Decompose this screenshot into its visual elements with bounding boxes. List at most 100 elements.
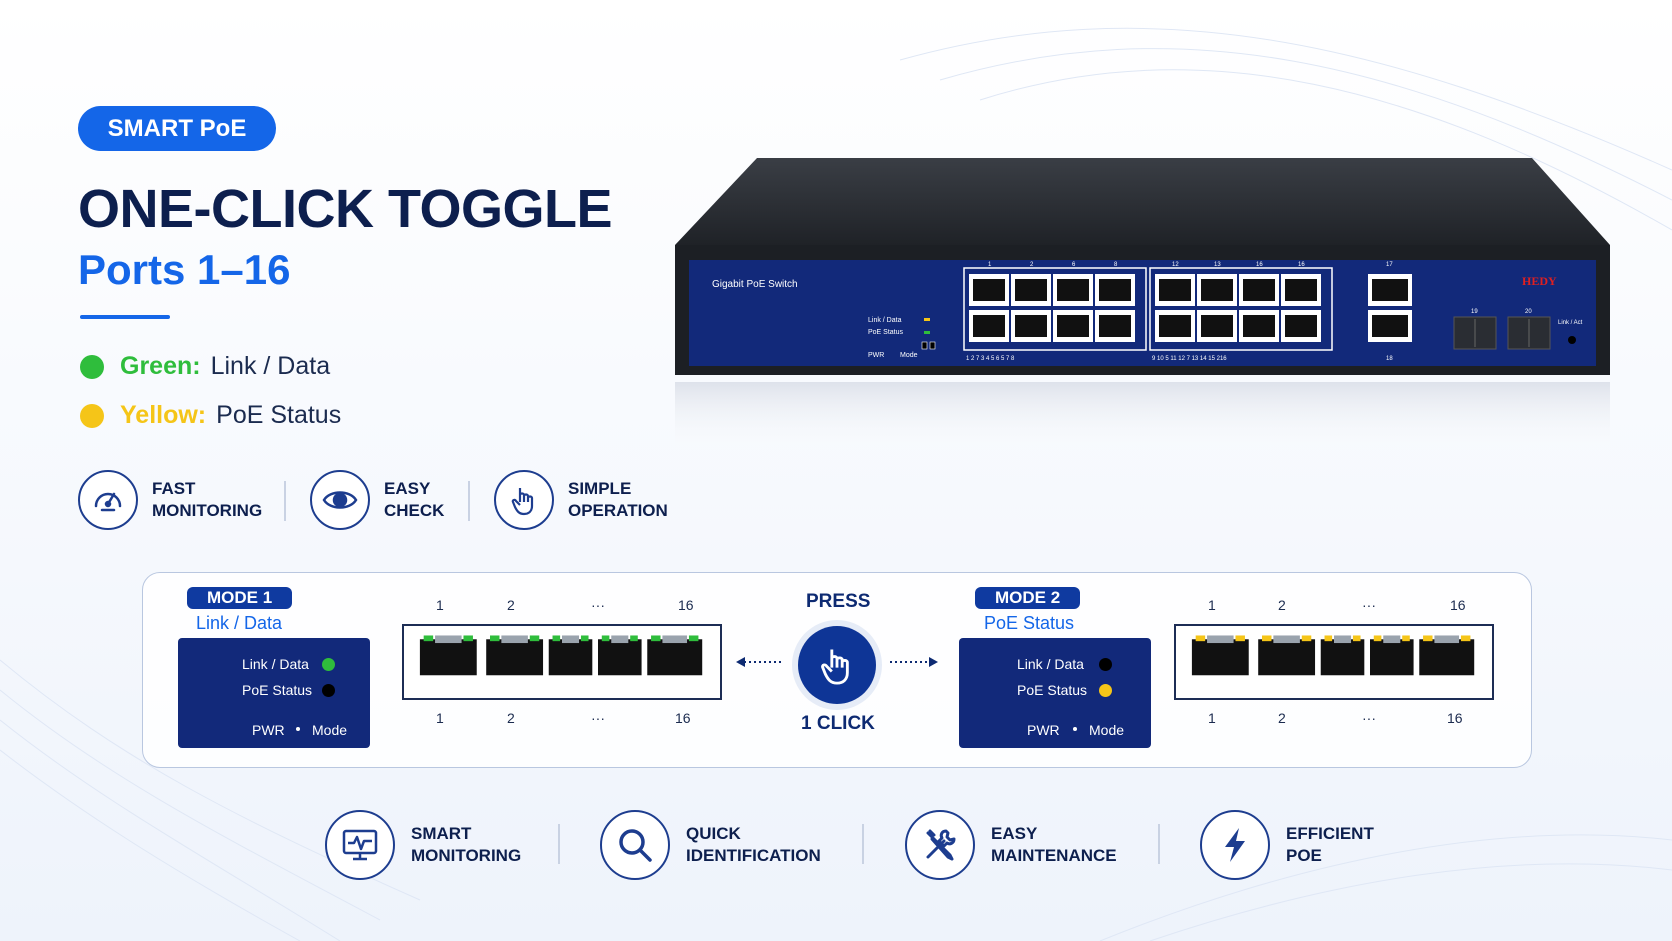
hand-pointer-icon — [494, 470, 554, 530]
feature-line1: EASY — [384, 479, 431, 498]
port-number: 16 — [1447, 710, 1463, 726]
legend-key: Green: — [120, 352, 201, 380]
green-dot — [80, 354, 104, 379]
press-label: PRESS — [806, 591, 871, 612]
indicator-pwr-label: PWR — [1027, 722, 1060, 738]
device-led-poe-label: PoE Status — [868, 329, 904, 336]
device-port-num: 13 — [1214, 262, 1221, 268]
device-bottom-numbers: 1 2 7 3 4 5 6 5 7 8 — [966, 356, 1015, 362]
feature-divider — [1158, 824, 1160, 864]
port-number: 2 — [507, 710, 515, 726]
legend-value: PoE Status — [216, 401, 342, 429]
port-number: 16 — [678, 597, 694, 613]
indicator-link-label: Link / Data — [1017, 656, 1084, 672]
smart-poe-badge: SMART PoE — [78, 106, 276, 151]
device-port-num: 18 — [1386, 356, 1393, 362]
device-port-num: 16 — [1256, 262, 1263, 268]
port-number: 2 — [1278, 597, 1286, 613]
mode2-indicator-panel: Link / Data PoE Status PWR Mode — [959, 638, 1151, 748]
feature-simple-operation: SIMPLE OPERATION — [494, 470, 678, 530]
feature-easy-maintenance: EASY MAINTENANCE — [905, 810, 1121, 880]
feature-quick-identification: QUICK IDENTIFICATION — [600, 810, 826, 880]
feature-divider — [862, 824, 864, 864]
legend-yellow: Yellow: PoE Status — [80, 401, 341, 430]
legend-value: Link / Data — [210, 352, 331, 380]
mode1-port-strip — [402, 624, 722, 700]
device-model-label: Gigabit PoE Switch — [712, 279, 798, 290]
device-port-num: 6 — [1072, 262, 1076, 268]
feature-line2: IDENTIFICATION — [686, 846, 821, 865]
indicator-pwr-label: PWR — [252, 722, 285, 738]
indicator-link-label: Link / Data — [242, 656, 309, 672]
monitor-pulse-icon — [325, 810, 395, 880]
device-sfp-num: 20 — [1525, 309, 1532, 315]
feature-line1: EFFICIENT — [1286, 824, 1374, 843]
indicator-poe-label: PoE Status — [1017, 682, 1088, 698]
page-title: ONE-CLICK TOGGLE — [78, 179, 613, 239]
device-port-num: 16 — [1298, 262, 1305, 268]
mode1-subtitle: Link / Data — [196, 613, 283, 633]
mode2-tag: MODE 2 — [975, 587, 1081, 609]
arrow-right-icon — [890, 657, 938, 667]
port-number: ··· — [591, 597, 605, 613]
feature-easy-check: EASY CHECK — [310, 470, 474, 530]
magnifier-icon — [600, 810, 670, 880]
poe-switch-device: Gigabit PoE Switch HEDY Link / Data PoE … — [675, 158, 1610, 452]
mode1-tag: MODE 1 — [187, 587, 293, 609]
one-click-button[interactable] — [792, 620, 882, 710]
device-sfp-num: 19 — [1471, 309, 1478, 315]
device-pwr-label: PWR — [868, 352, 884, 359]
device-bottom-numbers: 9 10 5 11 12 7 13 14 15 216 — [1152, 356, 1227, 362]
device-brand: HEDY — [1522, 274, 1557, 288]
indicator-separator-dot — [1073, 727, 1077, 731]
feature-divider — [284, 481, 286, 521]
mode1-indicator-panel: Link / Data PoE Status PWR Mode — [178, 638, 370, 748]
feature-line2: MONITORING — [152, 501, 263, 520]
port-number: 16 — [675, 710, 691, 726]
legend-key: Yellow: — [120, 401, 207, 429]
lightning-icon — [1200, 810, 1270, 880]
arrow-left-icon — [736, 657, 784, 667]
port-number: 1 — [1208, 710, 1216, 726]
indicator-separator-dot — [296, 727, 300, 731]
port-number: ··· — [1362, 710, 1376, 726]
feature-efficient-poe: EFFICIENT POE — [1200, 810, 1386, 880]
page-subtitle: Ports 1–16 — [78, 246, 291, 293]
port-number: ··· — [1362, 597, 1376, 613]
speedometer-icon — [78, 470, 138, 530]
mode2-subtitle: PoE Status — [984, 613, 1075, 633]
feature-line1: SMART — [411, 824, 472, 843]
port-number: 16 — [1450, 597, 1466, 613]
device-port-num: 1 — [988, 262, 992, 268]
link-led-on — [322, 658, 335, 671]
feature-line2: MAINTENANCE — [991, 846, 1117, 865]
feature-line1: QUICK — [686, 824, 741, 843]
mode2-port-strip — [1174, 624, 1494, 700]
feature-line1: FAST — [152, 479, 196, 498]
poe-led-on — [1099, 684, 1112, 697]
device-port-num: 2 — [1030, 262, 1034, 268]
feature-line2: OPERATION — [568, 501, 668, 520]
port-number: ··· — [591, 710, 605, 726]
port-number: 1 — [1208, 597, 1216, 613]
device-port-num: 8 — [1114, 262, 1118, 268]
device-port-num: 12 — [1172, 262, 1179, 268]
feature-line2: CHECK — [384, 501, 445, 520]
tools-icon — [905, 810, 975, 880]
port-number: 2 — [507, 597, 515, 613]
yellow-dot — [80, 403, 104, 428]
indicator-poe-label: PoE Status — [242, 682, 313, 698]
device-port-num: 17 — [1386, 262, 1393, 268]
port-number: 1 — [436, 597, 444, 613]
port-number: 1 — [436, 710, 444, 726]
feature-line1: SIMPLE — [568, 479, 632, 498]
port-number: 2 — [1278, 710, 1286, 726]
hand-pointer-icon — [798, 626, 876, 704]
legend-green: Green: Link / Data — [80, 352, 330, 381]
eye-icon — [310, 470, 370, 530]
device-link-act-label: Link / Act — [1558, 320, 1583, 326]
device-led-link-label: Link / Data — [868, 317, 902, 324]
feature-fast-monitoring: FAST MONITORING — [78, 470, 280, 530]
device-mode-label: Mode — [900, 352, 918, 359]
poe-led-off — [322, 684, 335, 697]
